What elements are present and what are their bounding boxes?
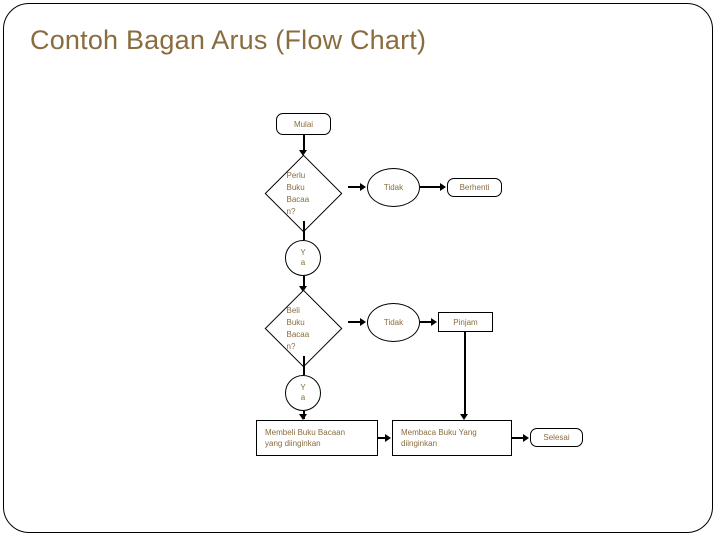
- edge-mulai-to-perlu-buku: [303, 135, 305, 153]
- edge-tidak-1-to-berhenti: [420, 186, 441, 188]
- node-ya-2-label-line: Y: [300, 383, 306, 392]
- node-beli-buku-bacaan[interactable]: Beli Buku Bacaa n?: [264, 289, 343, 368]
- edge-perlu-buku-to-ya-1: [303, 221, 305, 240]
- node-tidak-2[interactable]: Tidak: [367, 303, 420, 342]
- node-membeli-buku-bacaan-label: Membeli Buku Bacaan yang diinginkan: [265, 427, 345, 449]
- edge-membeli-to-membaca: [378, 437, 386, 439]
- label-line: Buku: [286, 317, 305, 327]
- node-ya-1[interactable]: Y a: [285, 240, 321, 276]
- edge-mulai-to-perlu-buku-arrowhead: [299, 150, 307, 156]
- node-selesai[interactable]: Selesai: [530, 428, 583, 447]
- edge-perlu-buku-to-tidak-1: [348, 186, 362, 188]
- edge-pinjam-to-membaca-arrowhead: [460, 414, 468, 420]
- node-perlu-buku-bacaan[interactable]: Perlu Buku Bacaa n?: [264, 154, 343, 233]
- label-line: Buku: [286, 182, 305, 192]
- edge-tidak-2-to-pinjam: [420, 321, 432, 323]
- label-line: Membeli Buku Bacaan: [265, 428, 346, 437]
- node-membaca-buku-label: Membaca Buku Yang diinginkan: [401, 427, 477, 449]
- node-pinjam-label: Pinjam: [453, 317, 478, 327]
- label-line: Membaca Buku Yang: [401, 428, 477, 437]
- label-line: n?: [286, 341, 296, 351]
- label-line: n?: [286, 206, 296, 216]
- label-line: yang diinginkan: [265, 439, 321, 448]
- edge-pinjam-to-membaca: [464, 332, 466, 415]
- edge-beli-buku-to-tidak-2: [348, 321, 362, 323]
- label-line: Perlu: [286, 170, 306, 180]
- node-tidak-1[interactable]: Tidak: [367, 168, 420, 207]
- edge-perlu-buku-to-tidak-1-arrowhead: [360, 183, 366, 191]
- label-line: Beli: [286, 305, 300, 315]
- edge-membaca-to-selesai: [512, 437, 524, 439]
- node-tidak-2-label: Tidak: [383, 318, 404, 327]
- node-membaca-buku[interactable]: Membaca Buku Yang diinginkan: [392, 420, 512, 456]
- node-perlu-buku-bacaan-label: Perlu Buku Bacaa n?: [287, 170, 321, 218]
- label-line: Bacaa: [286, 329, 310, 339]
- node-selesai-label: Selesai: [543, 433, 570, 442]
- page-title: Contoh Bagan Arus (Flow Chart): [30, 25, 427, 55]
- edge-ya-1-to-beli-buku-arrowhead: [299, 286, 307, 292]
- node-beli-buku-bacaan-label: Beli Buku Bacaa n?: [287, 305, 321, 353]
- node-ya-2-label-line: a: [300, 393, 306, 402]
- node-membeli-buku-bacaan[interactable]: Membeli Buku Bacaan yang diinginkan: [256, 420, 378, 456]
- edge-tidak-1-to-berhenti-arrowhead: [440, 183, 446, 191]
- edge-tidak-2-to-pinjam-arrowhead: [431, 318, 437, 326]
- node-berhenti[interactable]: Berhenti: [447, 178, 502, 197]
- node-mulai[interactable]: Mulai: [276, 113, 331, 135]
- edge-membeli-to-membaca-arrowhead: [385, 434, 391, 442]
- edge-ya-2-to-membeli-buku-arrowhead: [299, 414, 307, 420]
- label-line: Bacaa: [286, 194, 310, 204]
- node-tidak-1-label: Tidak: [383, 183, 404, 192]
- node-pinjam[interactable]: Pinjam: [438, 312, 493, 332]
- node-ya-2[interactable]: Y a: [285, 375, 321, 411]
- edge-membaca-to-selesai-arrowhead: [523, 434, 529, 442]
- node-ya-1-label-line: Y: [300, 248, 306, 257]
- edge-beli-buku-to-tidak-2-arrowhead: [360, 318, 366, 326]
- edge-beli-buku-to-ya-2: [303, 356, 305, 375]
- node-berhenti-label: Berhenti: [459, 183, 490, 192]
- edge-ya-1-to-beli-buku: [303, 276, 305, 289]
- node-mulai-label: Mulai: [293, 119, 314, 129]
- node-ya-1-label-line: a: [300, 258, 306, 267]
- label-line: diinginkan: [401, 439, 438, 448]
